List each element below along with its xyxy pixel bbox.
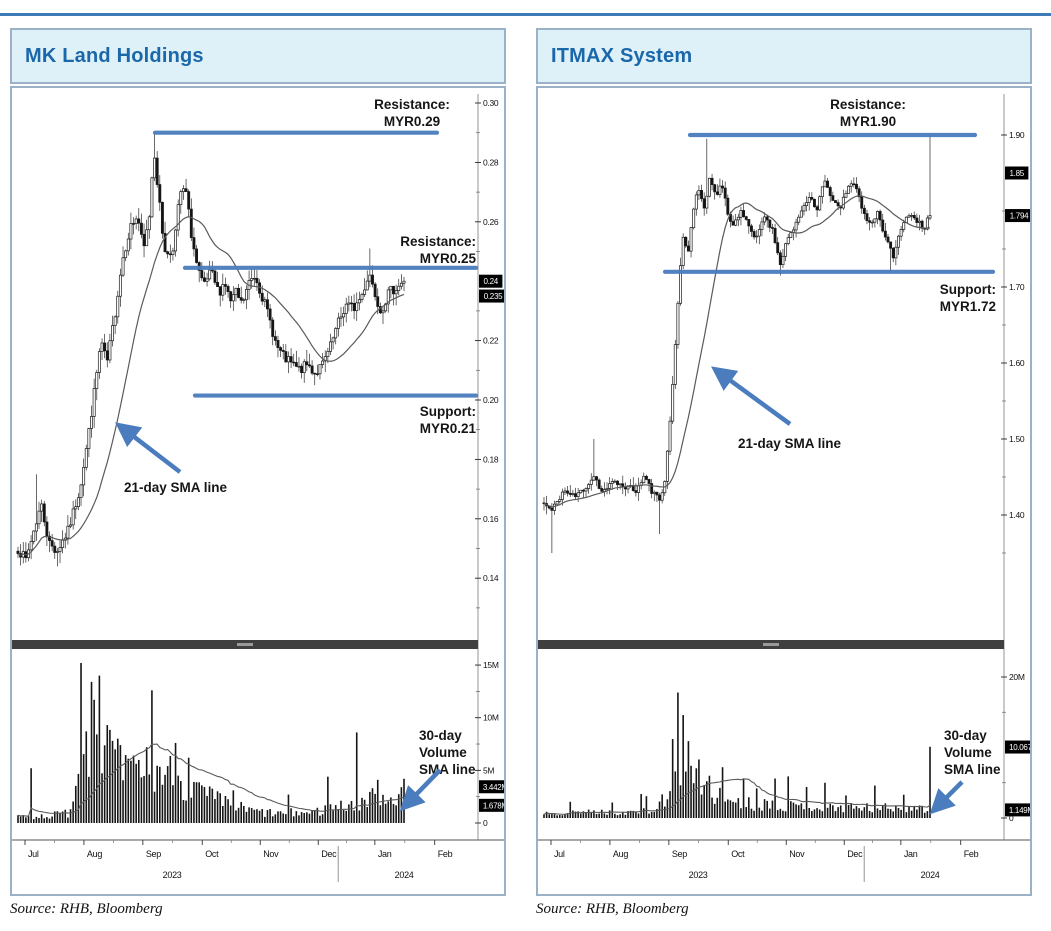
svg-text:Dec: Dec — [847, 849, 863, 859]
svg-text:0.20: 0.20 — [483, 395, 499, 405]
svg-text:Feb: Feb — [438, 849, 453, 859]
svg-text:0.235: 0.235 — [484, 292, 503, 301]
svg-text:0: 0 — [483, 818, 488, 828]
svg-text:1.50: 1.50 — [1009, 434, 1025, 444]
source-caption: Source: RHB, Bloomberg — [536, 901, 689, 917]
svg-text:0.18: 0.18 — [483, 454, 499, 464]
svg-text:Resistance:: Resistance: — [374, 97, 450, 112]
svg-text:Jan: Jan — [904, 849, 918, 859]
svg-text:1.90: 1.90 — [1009, 130, 1025, 140]
svg-text:1.678M: 1.678M — [483, 801, 504, 810]
svg-text:30-day: 30-day — [419, 728, 462, 743]
chart-area-mk-land: 0.30 0.28 0.26 0.22 0.20 0.18 0.16 0.14 0.24 0.23… — [10, 86, 506, 896]
svg-text:1.794: 1.794 — [1010, 212, 1029, 221]
svg-text:0.26: 0.26 — [483, 217, 499, 227]
chart-title-itmax: ITMAX System — [536, 28, 1032, 84]
svg-text:1.60: 1.60 — [1009, 358, 1025, 368]
svg-text:Dec: Dec — [321, 849, 337, 859]
svg-text:2024: 2024 — [395, 870, 414, 880]
svg-text:Jul: Jul — [554, 849, 565, 859]
svg-text:1.149M: 1.149M — [1009, 806, 1030, 815]
svg-text:Nov: Nov — [263, 849, 279, 859]
panel-itmax-system: ITMAX System 1.90 1.70 1.60 1.50 1.40 1.85 1.7… — [536, 28, 1032, 918]
svg-text:2024: 2024 — [921, 870, 940, 880]
svg-text:Feb: Feb — [964, 849, 979, 859]
svg-text:Jan: Jan — [378, 849, 392, 859]
svg-text:5M: 5M — [483, 765, 494, 775]
svg-text:MYR1.90: MYR1.90 — [840, 114, 896, 129]
candlestick-chart-itmax: 1.90 1.70 1.60 1.50 1.40 1.85 1.794 20M 0 10.067M… — [538, 94, 1030, 882]
svg-text:1.85: 1.85 — [1010, 169, 1025, 178]
svg-text:Support:: Support: — [940, 282, 996, 297]
svg-text:0.14: 0.14 — [483, 573, 499, 583]
svg-text:Volume: Volume — [944, 745, 992, 760]
svg-text:MYR0.21: MYR0.21 — [420, 421, 477, 436]
svg-text:0: 0 — [1009, 813, 1014, 823]
svg-text:Oct: Oct — [731, 849, 745, 859]
svg-text:Nov: Nov — [789, 849, 805, 859]
panel-mk-land-holdings: MK Land Holdings 0.30 0.28 0.26 0.22 0.20 0.1… — [10, 28, 506, 918]
svg-text:10M: 10M — [483, 713, 499, 723]
svg-text:MYR1.72: MYR1.72 — [940, 299, 996, 314]
svg-text:20M: 20M — [1009, 672, 1025, 682]
chart-area-itmax: 1.90 1.70 1.60 1.50 1.40 1.85 1.794 20M 0 10.067M… — [536, 86, 1032, 896]
svg-text:MYR0.25: MYR0.25 — [420, 251, 477, 266]
svg-text:Oct: Oct — [205, 849, 219, 859]
svg-text:SMA line: SMA line — [419, 762, 476, 777]
svg-text:1.40: 1.40 — [1009, 510, 1025, 520]
svg-text:Sep: Sep — [672, 849, 687, 859]
svg-text:0.30: 0.30 — [483, 98, 499, 108]
svg-text:MYR0.29: MYR0.29 — [384, 114, 440, 129]
svg-text:0.16: 0.16 — [483, 514, 499, 524]
svg-text:Aug: Aug — [87, 849, 102, 859]
svg-text:0.28: 0.28 — [483, 157, 499, 167]
svg-text:Resistance:: Resistance: — [400, 234, 476, 249]
svg-text:1.70: 1.70 — [1009, 282, 1025, 292]
svg-text:10.067M: 10.067M — [1009, 743, 1030, 752]
svg-text:2023: 2023 — [689, 870, 708, 880]
svg-text:15M: 15M — [483, 660, 499, 670]
svg-text:Jul: Jul — [28, 849, 39, 859]
svg-text:Support:: Support: — [420, 404, 476, 419]
candlestick-chart-mk-land: 0.30 0.28 0.26 0.22 0.20 0.18 0.16 0.14 0.24 0.23… — [12, 94, 504, 882]
svg-text:3.442M: 3.442M — [483, 783, 504, 792]
svg-text:30-day: 30-day — [944, 728, 987, 743]
svg-text:0.24: 0.24 — [484, 277, 499, 286]
svg-text:Resistance:: Resistance: — [830, 97, 906, 112]
source-caption: Source: RHB, Bloomberg — [10, 901, 163, 917]
svg-text:Aug: Aug — [613, 849, 628, 859]
svg-text:2023: 2023 — [163, 870, 182, 880]
svg-text:21-day SMA line: 21-day SMA line — [738, 436, 842, 451]
svg-text:0.22: 0.22 — [483, 336, 499, 346]
top-accent-line — [0, 13, 1051, 16]
svg-text:Volume: Volume — [419, 745, 467, 760]
svg-text:21-day SMA line: 21-day SMA line — [124, 480, 228, 495]
svg-text:SMA line: SMA line — [944, 762, 1001, 777]
svg-text:Sep: Sep — [146, 849, 161, 859]
chart-title-mk-land: MK Land Holdings — [10, 28, 506, 84]
